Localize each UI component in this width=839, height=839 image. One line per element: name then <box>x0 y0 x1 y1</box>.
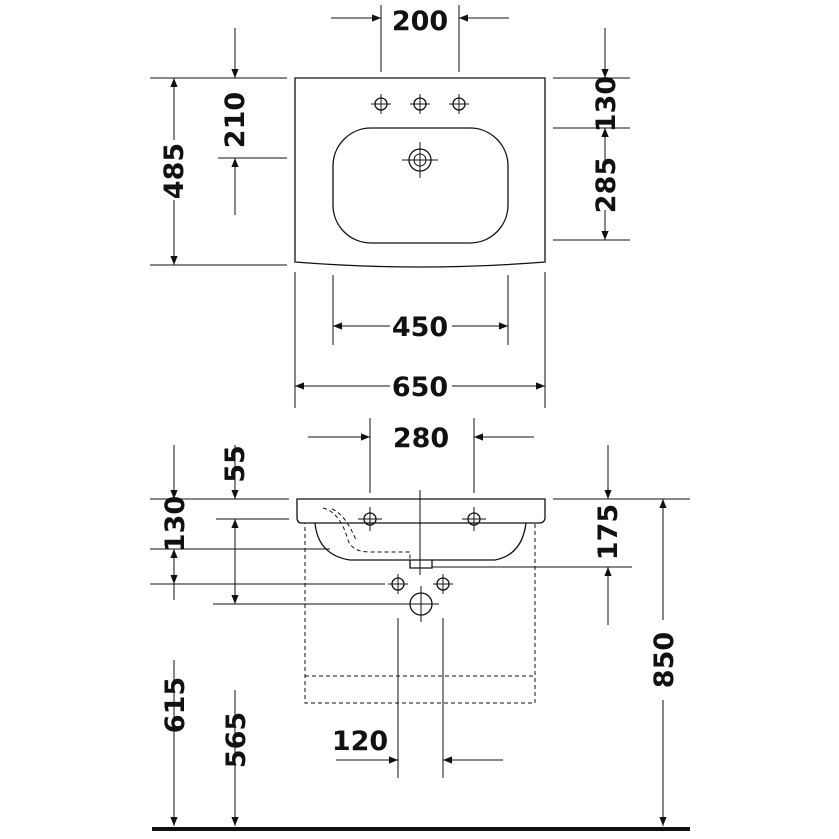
dimension-615: 615 <box>150 560 385 826</box>
dimension-55: 55 <box>150 445 289 580</box>
dimension-210-label: 210 <box>220 92 251 148</box>
dimension-175: 175 <box>432 445 690 625</box>
dimension-55-label: 55 <box>220 445 251 483</box>
drain-icon <box>402 142 438 178</box>
overflow-channel <box>322 507 411 560</box>
section-view: 280 55 130 175 <box>150 418 690 831</box>
dimension-565: 565 <box>213 580 403 826</box>
dimension-130-right-label: 130 <box>591 76 622 132</box>
tap-hole-front-right-icon <box>462 507 486 531</box>
dimension-120-label: 120 <box>332 726 388 757</box>
waste-outlet <box>409 560 433 569</box>
dimension-280-label: 280 <box>393 423 449 454</box>
dimension-485: 485 <box>150 77 287 266</box>
plan-view: 200 210 485 130 <box>150 5 630 408</box>
dimension-210: 210 <box>218 28 287 215</box>
dimension-485-label: 485 <box>159 143 190 199</box>
dimension-565-label: 565 <box>221 712 252 768</box>
tap-hole-center-icon <box>410 94 430 114</box>
tap-hole-right-icon <box>449 94 469 114</box>
dimension-175-label: 175 <box>593 504 624 560</box>
dimension-450: 450 <box>332 275 509 345</box>
waste-connection-icon <box>403 586 439 622</box>
dimension-650-label: 650 <box>392 372 448 403</box>
bowl-plan <box>332 127 509 244</box>
dimension-850-label: 850 <box>649 632 680 688</box>
water-supply-right-icon <box>433 574 453 594</box>
dimension-200-label: 200 <box>392 6 448 37</box>
dimension-450-label: 450 <box>392 312 448 343</box>
dimension-280: 280 <box>308 418 534 493</box>
dimension-130-left-label: 130 <box>160 496 191 552</box>
basin-outline-plan <box>294 77 546 268</box>
water-supply-left-icon <box>388 574 408 594</box>
dimension-850: 850 <box>649 499 680 826</box>
dimension-285: 285 <box>553 128 630 241</box>
basin-outline-front <box>296 498 546 524</box>
tap-hole-left-icon <box>371 94 391 114</box>
dimension-615-label: 615 <box>160 677 191 733</box>
bowl-front <box>314 522 527 561</box>
dimension-285-label: 285 <box>591 157 622 213</box>
tap-hole-front-left-icon <box>358 507 382 531</box>
dimension-130-right: 130 <box>553 28 630 155</box>
dimension-130-left: 130 <box>150 445 330 600</box>
dimension-650: 650 <box>294 272 546 408</box>
dimension-200: 200 <box>331 5 509 72</box>
dimension-120: 120 <box>332 618 503 778</box>
